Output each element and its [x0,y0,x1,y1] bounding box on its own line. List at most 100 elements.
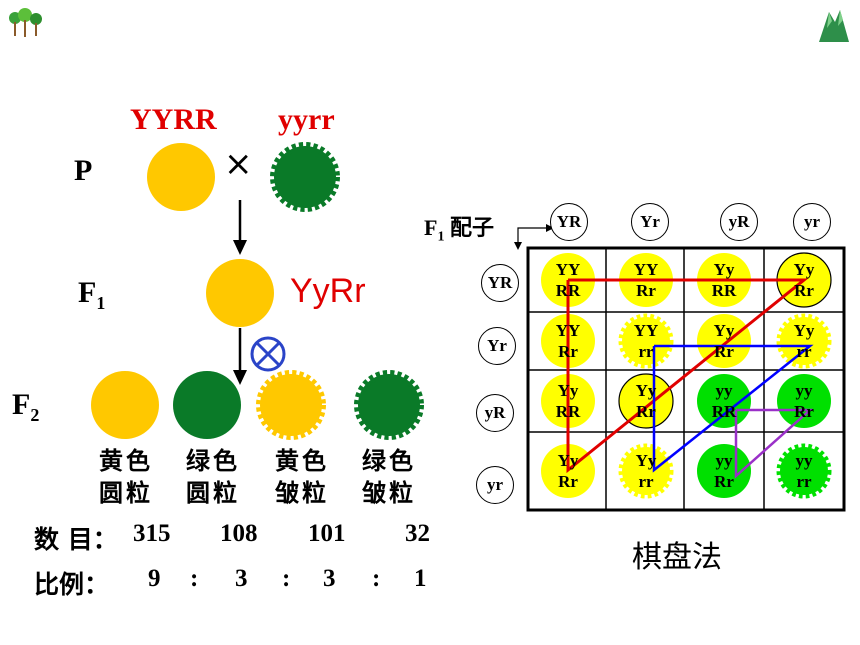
phenotype-label: 黄色 皱粒 [272,445,332,509]
cell-bottom-allele: rr [638,342,654,361]
parent1-genotype: YYRR [130,103,217,136]
cell-bottom-allele: RR [711,281,737,300]
ratio-separator: : [372,565,381,592]
gamete-f-text: F [424,215,438,240]
count-value: 101 [308,520,346,547]
cell-top-allele: Yy [557,381,579,400]
phenotype-shape: 圆粒 [99,478,153,507]
column-gamete: yR [720,203,758,241]
yellow-round-seed-f1 [206,259,274,327]
cell-bottom-allele: rr [638,472,654,491]
punnett-cell-seed [697,374,751,428]
phenotype-color: 绿色 [362,446,416,475]
cell-top-allele: Yy [635,381,657,400]
cell-top-allele: Yy [793,260,815,279]
cell-bottom-allele: Rr [714,472,734,491]
cell-bottom-allele: Rr [558,472,578,491]
arrow-down-icon [233,200,247,255]
cell-top-allele: Yy [557,451,579,470]
cell-bottom-allele: Rr [636,281,656,300]
phenotype-color: 黄色 [99,446,153,475]
cell-top-allele: Yy [713,260,735,279]
arrow-down-icon [233,328,247,385]
yellow-wrinkled-seed-f2 [256,370,326,440]
punnett-cell-seed [776,443,832,499]
ratio-row-label: 比例： [34,570,110,599]
tree-decoration-icon [9,8,42,37]
count-value: 32 [405,520,430,547]
ratio-value: 3 [235,565,248,592]
cell-top-allele: YY [555,260,581,279]
green-wrinkled-seed-parent [270,142,340,212]
cell-top-allele: YY [633,260,659,279]
phenotype-label: 绿色 皱粒 [359,445,419,509]
punnett-cell-seed [776,313,832,369]
cell-seed-layer [541,252,832,499]
cell-bottom-allele: Rr [558,342,578,361]
count-value: 315 [133,520,171,547]
gamete-header-label: F1 配子 [424,210,494,245]
cell-bottom-allele: rr [796,342,812,361]
f1-genotype: YyRr [290,272,366,310]
gamete-subscript: 1 [437,229,445,245]
punnett-cell-seed [697,444,751,498]
connecting-lines [566,278,814,479]
phenotype-color: 黄色 [275,446,329,475]
punnett-cell-genotype: YY Rr [616,259,676,301]
green-wrinkled-seed-f2 [354,370,424,440]
f1-generation-label: F1 [78,276,105,314]
cell-top-allele: yy [795,381,813,400]
punnett-cell-seed [618,373,674,429]
f1-subscript: 1 [96,293,106,313]
column-gamete: YR [550,203,588,241]
punnett-cell-seed [618,443,674,499]
cell-top-allele: Yy [635,451,657,470]
phenotype-label: 黄色 圆粒 [96,445,156,509]
cell-bottom-allele: Rr [636,402,656,421]
punnett-cell-genotype: Yy rr [616,450,676,492]
f2-subscript: 2 [30,405,40,425]
punnett-square [526,246,846,512]
cell-top-allele: yy [795,451,813,470]
green-round-seed-f2 [173,371,241,439]
blue-connecting-line [652,344,814,473]
ratio-value: 9 [148,565,161,592]
punnett-cell-seed [618,313,674,369]
method-title: 棋盘法 [632,540,722,575]
f2-label-text: F [12,388,31,421]
yellow-round-seed-parent [147,143,215,211]
selfing-symbol-icon [250,336,286,372]
cell-bottom-allele: RR [555,402,581,421]
yellow-round-seed-f2 [91,371,159,439]
ratio-value: 1 [414,565,427,592]
cell-top-allele: Yy [713,321,735,340]
row-gamete: yr [476,466,514,504]
cell-bottom-allele: Rr [794,281,814,300]
cross-symbol: × [224,144,253,184]
cell-top-allele: yy [715,381,733,400]
count-value: 108 [220,520,258,547]
p-generation-label: P [74,154,93,187]
column-gamete: Yr [631,203,669,241]
cell-top-allele: YY [555,321,581,340]
phenotype-color: 绿色 [186,446,240,475]
row-gamete: yR [476,394,514,432]
column-gamete: yr [793,203,831,241]
cell-bottom-allele: RR [711,402,737,421]
ratio-value: 3 [323,565,336,592]
parent2-genotype: yyrr [278,103,335,136]
phenotype-shape: 皱粒 [275,478,329,507]
cell-bottom-allele: Rr [794,402,814,421]
count-row-label: 数 目： [34,525,118,554]
